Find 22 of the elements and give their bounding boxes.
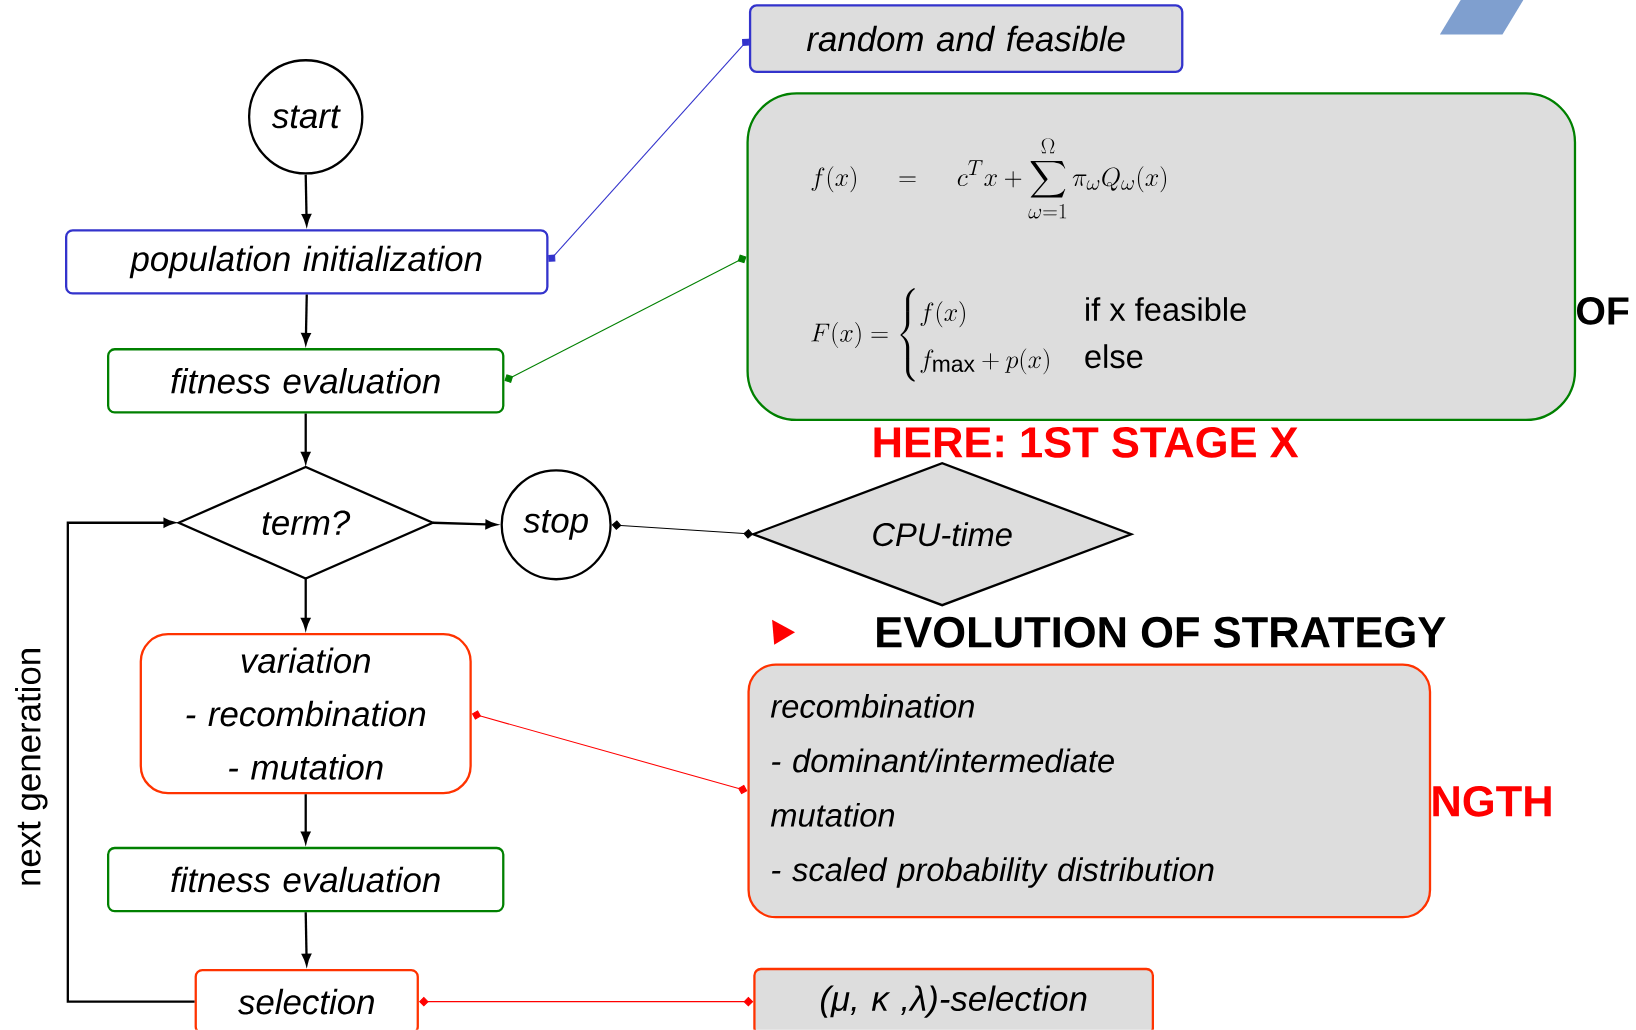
leader-line	[504, 254, 747, 384]
note-box: recombination - dominant/intermediate mutation - scaled probability distribution	[747, 663, 1432, 919]
note-box: random and feasible	[748, 4, 1184, 74]
process-box: population initialization	[65, 229, 549, 295]
arrow	[301, 912, 312, 966]
arrow	[301, 294, 311, 345]
formula-box: $f(x) \quad = \quad c^T x + \sum_{\omega=1}^{\Omega} \pi_\omega Q_\omega(x)$ $F(x) = \begin{cases} f(x) & \text{if x feasible} \\ f_{\max} + p(x) & \text{else} \end{cases}$	[746, 92, 1577, 422]
process-box: selection	[194, 969, 419, 1030]
slide-heading: HERE: 1ST STAGE X	[874, 427, 1299, 458]
slide-heading: EVOLUTION OF STRATEGY	[772, 616, 1446, 648]
leader-line	[548, 38, 750, 262]
process-box: fitness evaluation	[107, 846, 505, 913]
note-box: (μ, κ ,λ)-selection	[753, 967, 1155, 1030]
arrow	[301, 174, 312, 226]
leader-line	[471, 710, 748, 795]
arrow	[66, 518, 195, 1003]
edge-label: next generation	[14, 645, 49, 889]
process-box: fitness evaluation	[107, 348, 505, 414]
arrow	[301, 794, 311, 844]
process-box: variation - recombination - mutation	[139, 633, 472, 795]
arrow	[301, 413, 311, 464]
arrow	[301, 578, 311, 630]
